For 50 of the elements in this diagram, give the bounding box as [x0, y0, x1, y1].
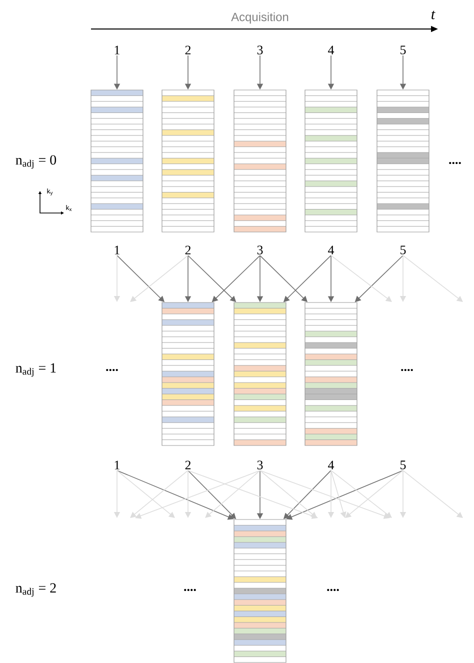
level-label: n$_{adj}$ = 2	[16, 583, 56, 597]
number-label: 4	[328, 246, 334, 254]
number-label: 1	[114, 460, 120, 470]
kspace-column	[162, 302, 214, 446]
number-label: 3	[257, 246, 263, 254]
arrow	[260, 470, 390, 519]
axis-label: t	[432, 10, 436, 20]
axis-label: Acquisition	[231, 12, 288, 24]
arrow	[286, 470, 404, 520]
number-label: 4	[328, 46, 334, 54]
number-label: 3	[257, 460, 263, 470]
number-label: 2	[185, 246, 191, 254]
arrow	[116, 470, 175, 518]
number-label: 1	[114, 46, 120, 54]
arrow	[116, 470, 234, 520]
kspace-column	[234, 519, 286, 663]
arrow	[205, 470, 260, 518]
arrow	[260, 470, 317, 518]
number-label: 5	[400, 246, 406, 254]
level-label: n$_{adj}$ = 1	[16, 363, 56, 377]
kspace-column	[376, 90, 430, 232]
level-label: n$_{adj}$ = 0	[16, 155, 56, 169]
number-label: 1	[114, 246, 120, 254]
kspace-column	[90, 90, 144, 232]
number-label: 5	[400, 460, 406, 470]
arrow	[330, 470, 392, 518]
number-label: 2	[185, 46, 191, 54]
number-label: 4	[328, 460, 334, 470]
arrow	[402, 255, 463, 302]
kspace-column	[234, 302, 286, 446]
arrow	[330, 255, 392, 302]
number-label: 5	[400, 46, 406, 54]
kspace-column	[304, 302, 358, 446]
ellipsis: ....	[184, 588, 196, 592]
arrow	[130, 255, 188, 302]
number-label: 2	[185, 460, 191, 470]
arrow	[402, 470, 463, 518]
number-label: 3	[257, 46, 263, 54]
ellipsis: ....	[401, 368, 413, 372]
arrow	[188, 470, 318, 519]
kspace-column	[234, 90, 286, 232]
arrow	[330, 470, 346, 518]
kspace-column	[304, 90, 358, 232]
arrow	[135, 470, 260, 519]
kspace-column	[162, 90, 214, 232]
ellipsis: ....	[106, 368, 118, 372]
ellipsis: ....	[327, 588, 339, 592]
arrow	[345, 470, 404, 518]
ellipsis: ....	[449, 162, 461, 164]
arrow	[130, 470, 188, 518]
